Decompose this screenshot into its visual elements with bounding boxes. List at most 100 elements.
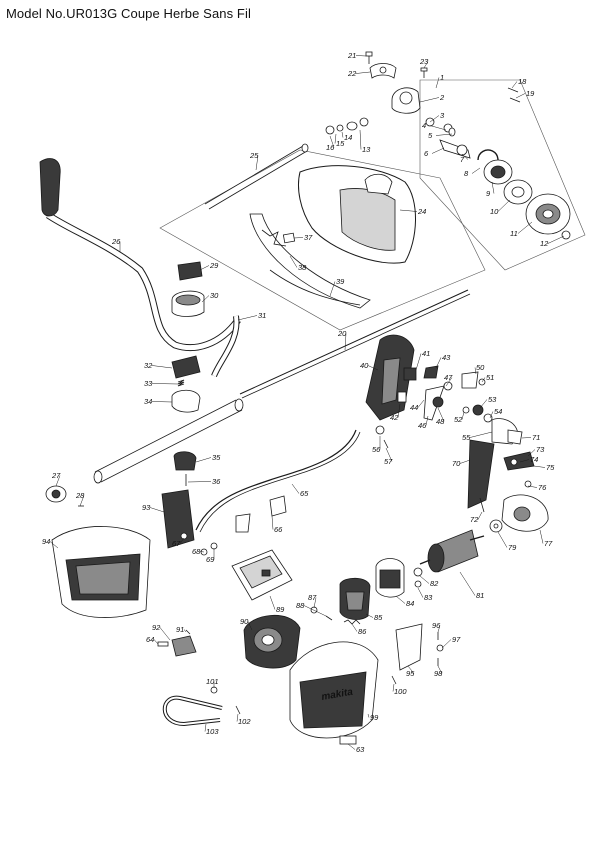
part-number-label: 3 (440, 111, 445, 120)
part-number-label: 84 (406, 599, 414, 608)
part-number-label: 38 (298, 263, 307, 272)
tube-25-shape (204, 143, 309, 210)
leader-line-32 (151, 365, 173, 369)
leader-line-46 (425, 415, 429, 426)
part-number-label: 94 (42, 537, 50, 546)
armature-81-shape (419, 529, 485, 573)
leader-line-50 (474, 367, 477, 375)
part-number-label: 21 (347, 51, 356, 60)
part-number-label: 22 (347, 69, 357, 78)
part-number-label: 55 (462, 433, 471, 442)
part-number-label: 51 (486, 373, 494, 382)
leader-line-82 (419, 575, 430, 584)
leader-line-75 (533, 465, 546, 468)
leader-line-95 (407, 665, 415, 674)
leader-line-10 (497, 199, 511, 212)
part-number-label: 66 (274, 525, 283, 534)
leader-line-76 (527, 485, 538, 488)
part-number-label: 13 (362, 145, 371, 154)
part-number-label: 23 (419, 57, 429, 66)
part-number-label: 85 (374, 613, 383, 622)
part-number-label: 67 (172, 539, 181, 548)
leader-line-96 (437, 625, 441, 633)
leader-line-11 (517, 221, 533, 234)
part-number-label: 97 (452, 635, 461, 644)
leader-line-3 (429, 115, 440, 123)
leader-line-52 (461, 411, 465, 420)
part-number-label: 52 (454, 415, 463, 424)
leader-line-5 (435, 133, 453, 136)
leader-line-9 (491, 181, 495, 194)
main-tube-shape (93, 398, 244, 484)
part-number-label: 9 (486, 189, 491, 198)
leader-line-98 (437, 665, 443, 674)
motor-90-shape (243, 614, 301, 669)
part-number-label: 87 (308, 593, 317, 602)
leader-line-34 (151, 401, 173, 403)
part-number-label: 30 (210, 291, 219, 300)
leader-line-16 (329, 135, 335, 148)
part-number-label: 64 (146, 635, 154, 644)
leader-line-72 (477, 511, 483, 520)
bolt-21-shape (365, 51, 373, 64)
handle-bar-26-shape (39, 158, 241, 352)
leader-line-99 (367, 713, 370, 718)
part-number-label: 91 (176, 625, 184, 634)
leader-line-36 (187, 481, 212, 483)
part-number-label: 5 (428, 131, 433, 140)
part-number-label: 86 (358, 627, 367, 636)
part-number-label: 7 (460, 155, 465, 164)
leader-line-38 (289, 255, 298, 268)
part-number-label: 98 (434, 669, 443, 678)
leader-line-89 (269, 595, 276, 610)
part-number-label: 46 (418, 421, 427, 430)
part-number-label: 11 (510, 229, 518, 238)
blade-38-shape (249, 213, 371, 309)
part-number-label: 28 (75, 491, 85, 500)
part-number-label: 41 (422, 349, 430, 358)
part-number-label: 44 (410, 403, 418, 412)
part-number-label: 34 (144, 397, 152, 406)
leader-line-25 (255, 155, 259, 171)
part-number-label: 95 (406, 669, 415, 678)
part-number-label: 47 (444, 373, 453, 382)
part-number-label: 102 (238, 717, 251, 726)
leader-line-88 (303, 605, 327, 617)
part-number-label: 75 (546, 463, 555, 472)
leader-line-94 (49, 541, 59, 549)
part-number-label: 4 (422, 121, 426, 130)
leader-line-86 (351, 623, 358, 632)
part-number-label: 15 (336, 139, 345, 148)
cable-65-shape (195, 429, 357, 531)
leader-line-20 (344, 333, 347, 351)
leader-line-93 (149, 507, 165, 513)
part-number-label: 10 (490, 207, 499, 216)
part-number-label: 2 (439, 93, 445, 102)
leader-line-19 (515, 93, 526, 99)
part-number-label: 69 (206, 555, 215, 564)
part-number-label: 53 (488, 395, 497, 404)
leader-line-70 (459, 459, 471, 464)
part-number-label: 74 (530, 455, 538, 464)
leader-line-7 (461, 153, 469, 160)
part-number-label: 37 (304, 233, 313, 242)
part-number-label: 42 (390, 413, 399, 422)
part-number-label: 12 (540, 239, 549, 248)
leader-line-83 (417, 587, 424, 598)
leader-line-27 (55, 475, 61, 487)
part-number-label: 81 (476, 591, 484, 600)
part-number-label: 56 (372, 445, 381, 454)
leader-line-100 (392, 683, 395, 692)
part-number-label: 48 (436, 417, 445, 426)
leader-line-14 (341, 131, 344, 138)
leader-line-37 (293, 237, 304, 239)
part-number-label: 72 (470, 515, 479, 524)
part-number-label: 36 (212, 477, 221, 486)
leader-line-84 (395, 595, 406, 604)
part-number-label: 88 (296, 601, 305, 610)
part-number-label: 31 (258, 311, 266, 320)
leader-line-79 (497, 531, 508, 548)
part-number-label: 68 (192, 547, 201, 556)
part-number-label: 19 (526, 89, 535, 98)
part-number-label: 70 (452, 459, 461, 468)
